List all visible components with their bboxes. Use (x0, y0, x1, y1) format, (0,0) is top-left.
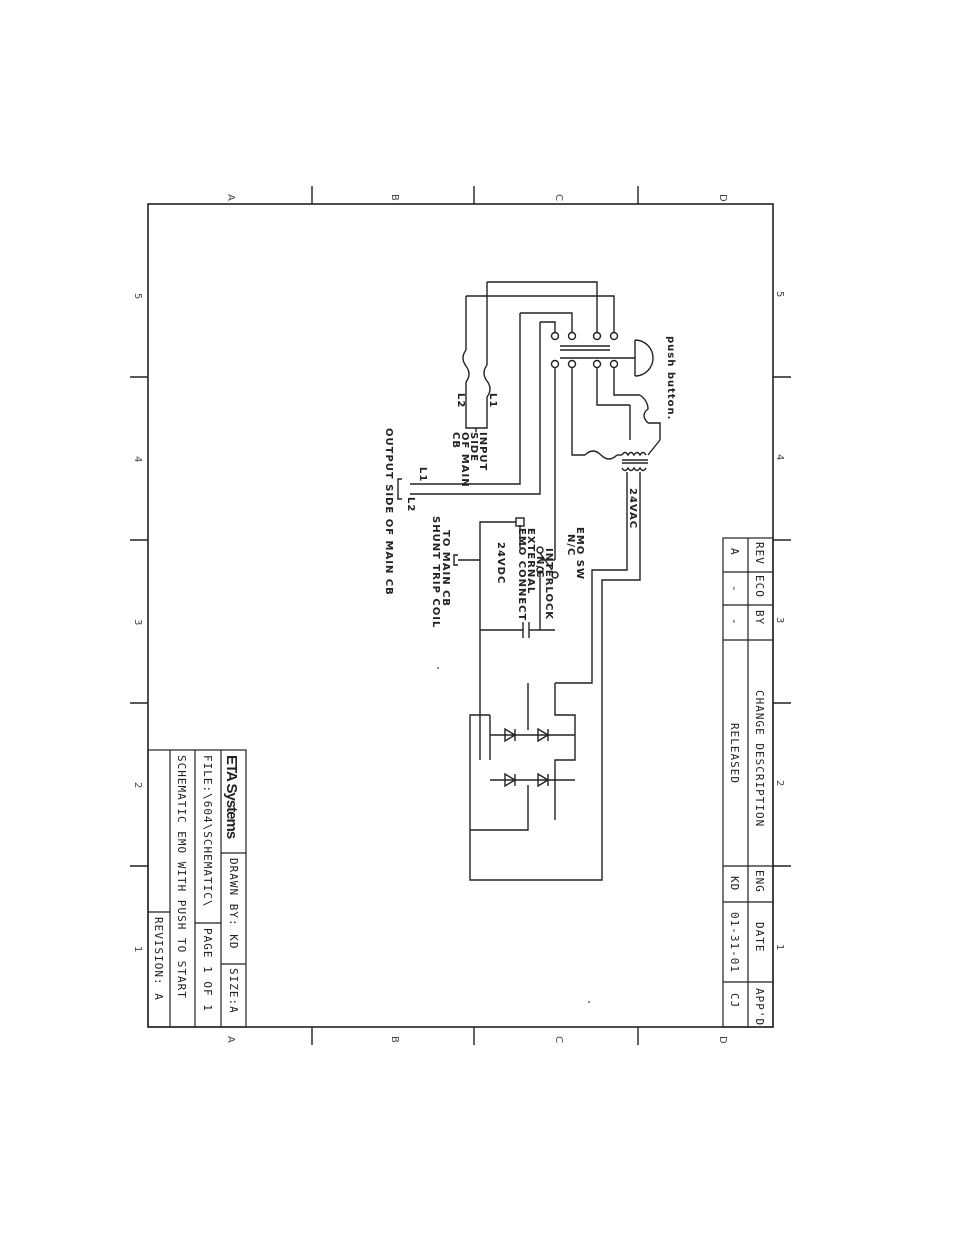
input-side-line4: CB (450, 432, 461, 449)
zone-row-c-top: C (553, 194, 564, 201)
input-l1-label: L1 (487, 393, 498, 408)
output-l2-label: L2 (405, 497, 416, 512)
zone-row-c-bottom: C (553, 1036, 564, 1043)
zone-col-1-right: 1 (774, 944, 785, 950)
output-side-label: OUTPUT SIDE OF MAIN CB (383, 428, 394, 596)
zone-row-d-bottom: D (717, 1036, 728, 1044)
rev-value-description: RELEASED (728, 723, 741, 784)
input-side-line1: INPUT (477, 432, 488, 471)
drawn-by: DRAWN BY: KD (227, 858, 240, 949)
rev-header-description: CHANGE DESCRIPTION (753, 690, 766, 827)
zone-row-b-bottom: B (389, 1036, 400, 1043)
rev-header-appd: APP'D (753, 988, 766, 1026)
zone-row-d-top: D (717, 194, 728, 202)
speck (437, 667, 439, 669)
title-block-text: ETA Systems DRAWN BY: KD SIZE:A FILE:\60… (152, 755, 240, 1014)
zone-ticks (130, 186, 791, 1045)
rev-header-date: DATE (753, 922, 766, 953)
output-l1-label: L1 (417, 467, 428, 482)
push-button-label: push button. (665, 336, 676, 420)
rev-value-by: - (728, 618, 741, 626)
revision-label: REVISION: A (152, 917, 165, 1001)
external-label: EXTERNAL (525, 528, 536, 594)
zone-letters: A B C D A B C D (225, 194, 728, 1044)
drawing-border (147, 203, 774, 1028)
interlock-nc-label: N/C (534, 556, 545, 578)
revision-table-text: REV ECO BY CHANGE DESCRIPTION ENG DATE A… (728, 542, 766, 1026)
zone-col-1-left: 1 (132, 946, 143, 952)
input-l2-label: L2 (455, 393, 466, 408)
revision-table (722, 537, 774, 1028)
company-logo: ETA Systems (223, 755, 240, 839)
zone-col-2-left: 2 (132, 782, 143, 788)
rev-header-by: BY (753, 610, 766, 625)
zone-row-a-top: A (225, 194, 236, 201)
to-main-cb-label: TO MAIN CB (440, 530, 451, 607)
input-side-line2: SIDE (468, 432, 479, 462)
zone-numbers: 5 4 3 2 1 5 4 3 2 1 (132, 291, 785, 952)
zone-col-2-right: 2 (774, 780, 785, 786)
input-side-line3: OF MAIN (459, 432, 470, 488)
title-block (147, 749, 247, 1028)
sheet-size: SIZE:A (227, 968, 240, 1014)
emo-sw-label: EMO SW (574, 527, 585, 580)
zone-col-3-right: 3 (774, 617, 785, 623)
vdc-label: 24VDC (495, 542, 506, 584)
zone-col-5-left: 5 (132, 293, 143, 299)
interlock-label: INTERLOCK (543, 548, 554, 620)
schematic-wiring (397, 281, 661, 881)
rev-value-eco: - (728, 585, 741, 593)
rev-value-rev: A (728, 548, 741, 556)
zone-row-b-top: B (389, 194, 400, 201)
drawing-title: SCHEMATIC EMO WITH PUSH TO START (175, 755, 188, 999)
vac-label: 24VAC (627, 488, 638, 529)
rev-header-eco: ECO (753, 575, 766, 598)
rev-value-eng: KD (728, 876, 741, 891)
zone-col-3-left: 3 (132, 619, 143, 625)
shunt-trip-label: SHUNT TRIP COIL (430, 516, 441, 628)
speck (588, 1001, 590, 1003)
emo-connect-label: EMO CONNECT (516, 528, 527, 621)
zone-row-a-bottom: A (225, 1036, 236, 1043)
emo-nc-label: N/C (565, 534, 576, 556)
zone-col-4-left: 4 (132, 456, 143, 462)
rev-header-rev: REV (753, 542, 766, 565)
zone-col-5-right: 5 (774, 291, 785, 297)
rev-header-eng: ENG (753, 870, 766, 893)
rev-value-appd: CJ (728, 993, 741, 1008)
page-number: PAGE 1 OF 1 (201, 928, 214, 1012)
rev-value-date: 01-31-01 (728, 912, 741, 973)
file-path: FILE:\604\SCHEMATIC\ (201, 755, 214, 907)
schematic-labels: push button. L1 L2 INPUT SIDE OF MAIN CB… (383, 336, 676, 628)
zone-col-4-right: 4 (774, 454, 785, 460)
